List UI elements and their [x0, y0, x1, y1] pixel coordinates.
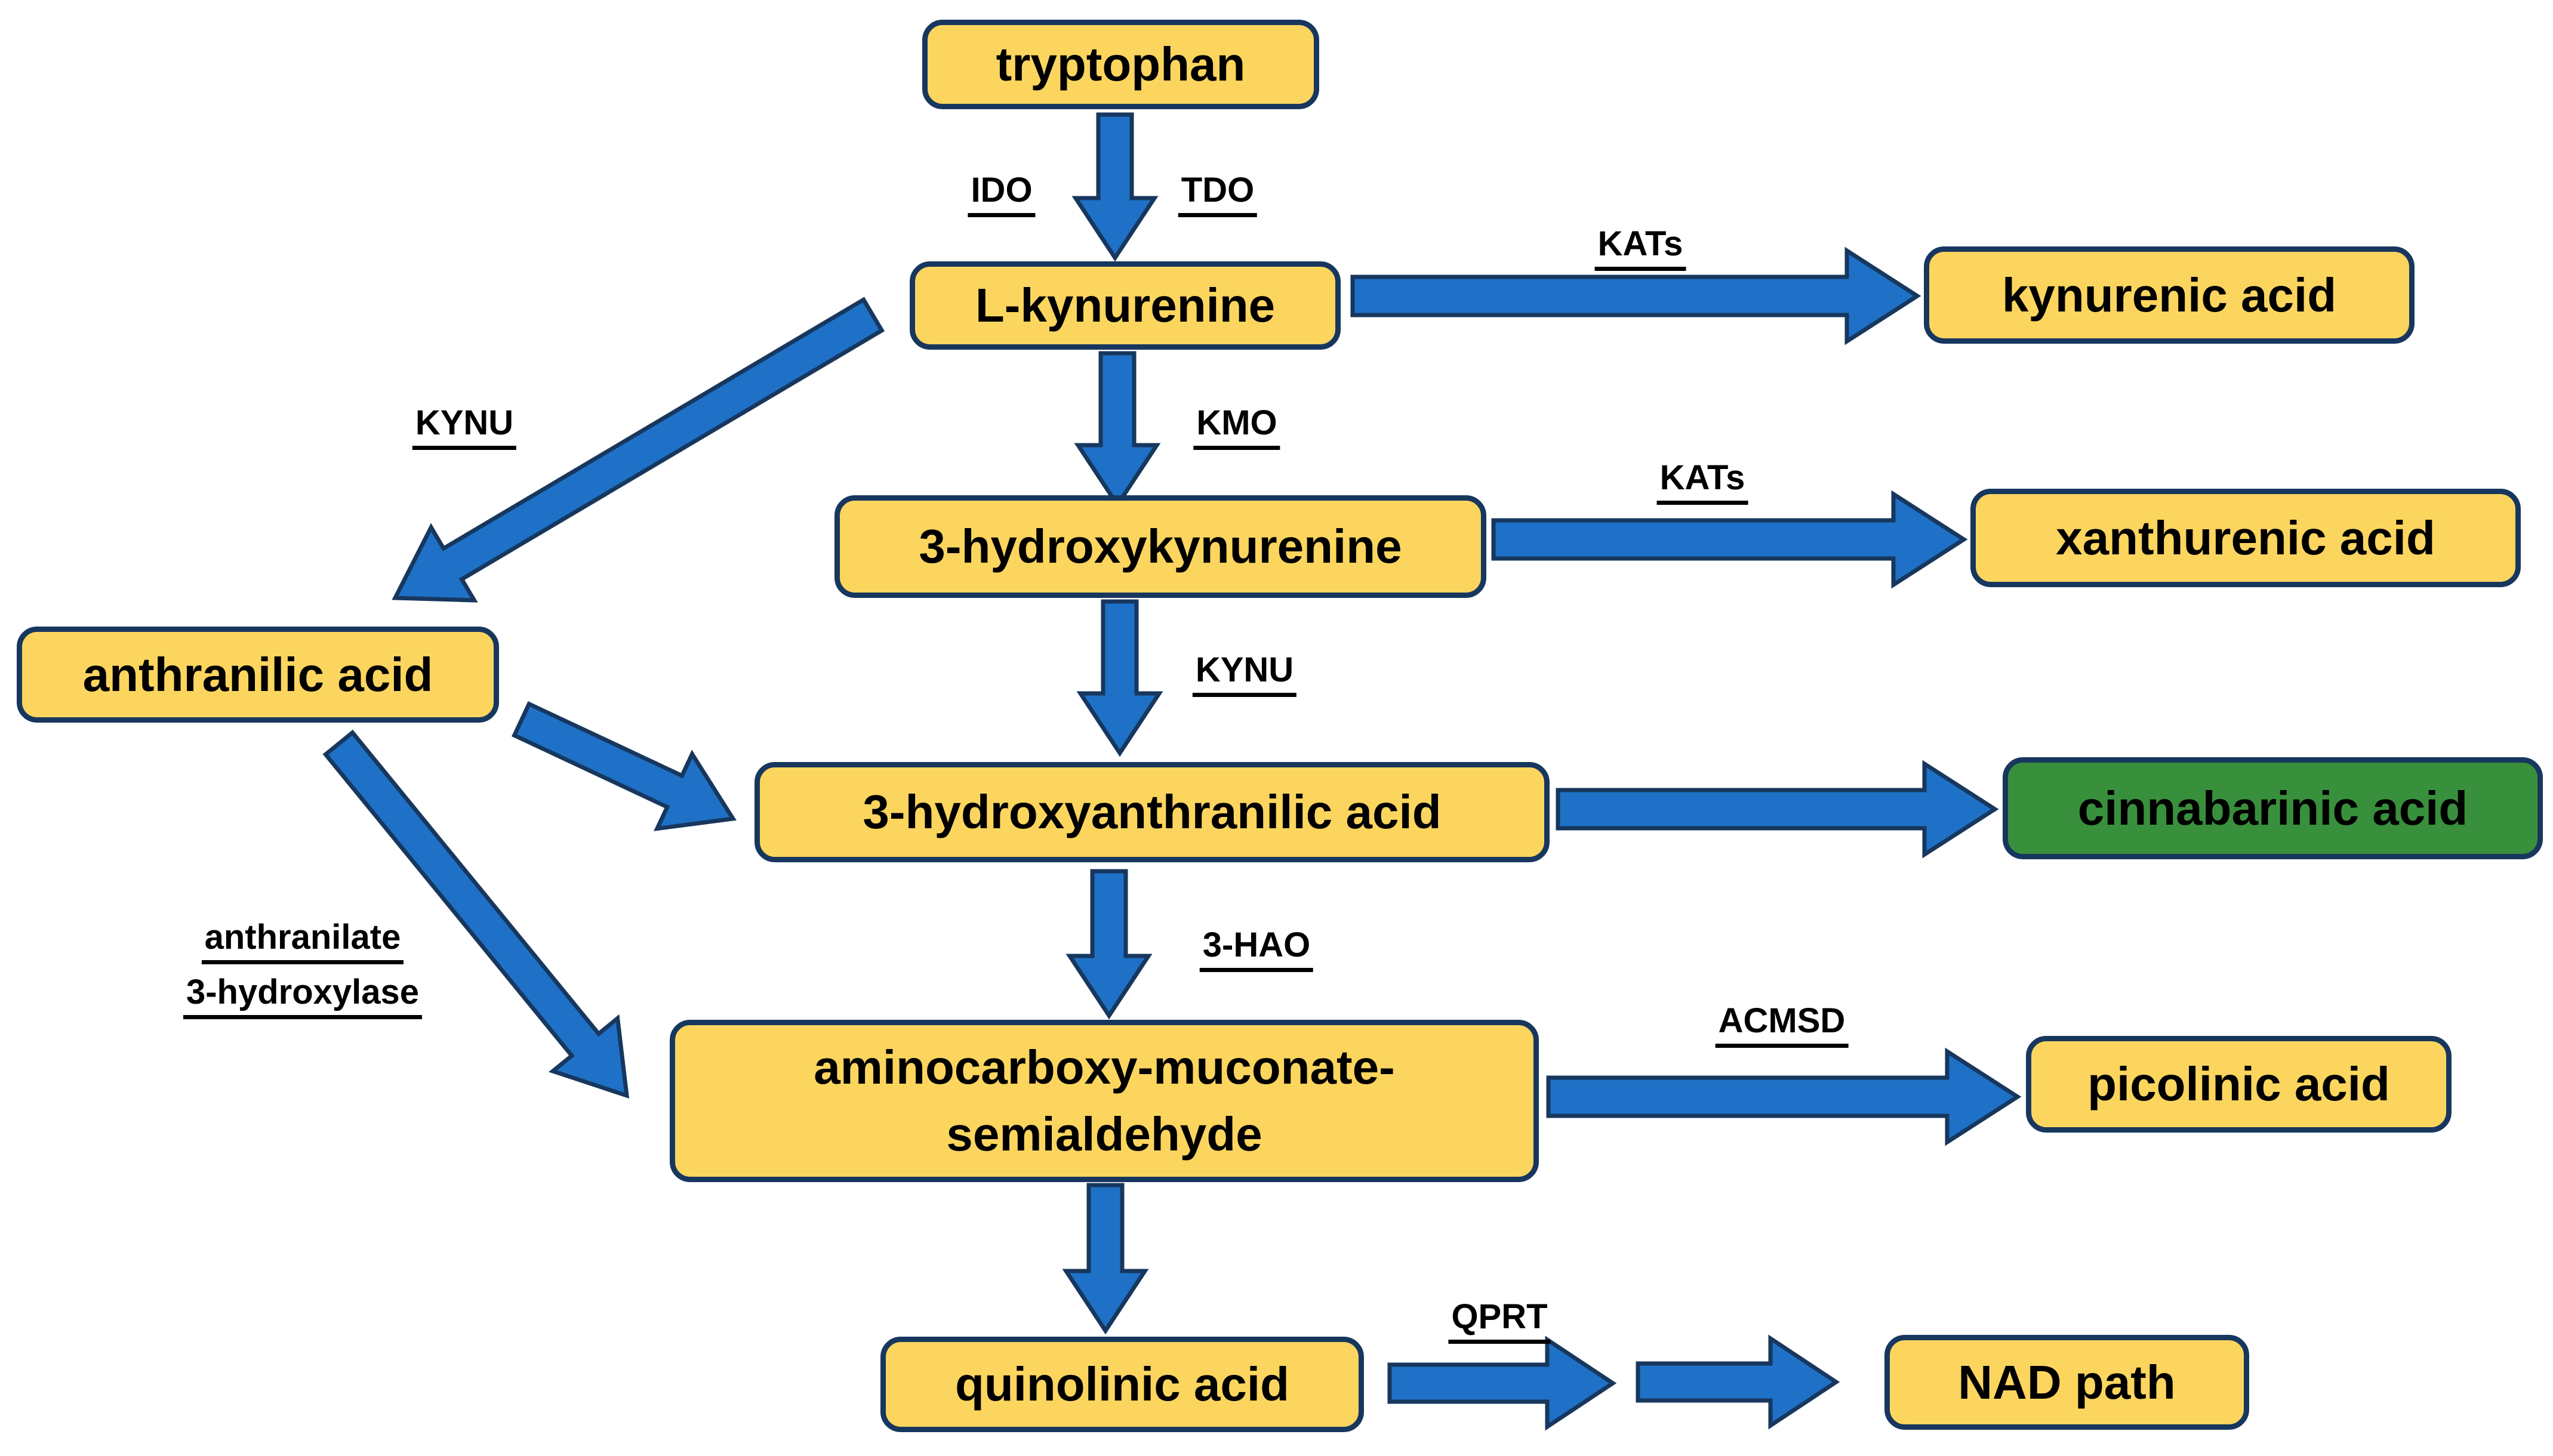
enzyme-label-ido: IDO — [968, 173, 1036, 217]
node-xanthurenic-acid: xanthurenic acid — [1970, 489, 2521, 587]
enzyme-kats-1-text: KATs — [1594, 227, 1686, 271]
enzyme-anthranilate-3-hydroxylase-line2-text: 3-hydroxylase — [183, 975, 423, 1019]
arrow-qprt-to-nad-path — [1636, 1334, 1840, 1430]
enzyme-label-kynu-2: KYNU — [1192, 653, 1297, 697]
node-picolinic-acid-label: picolinic acid — [2087, 1057, 2390, 1110]
node-tryptophan-label: tryptophan — [996, 38, 1246, 91]
node-3-hydroxyanthranilic-acid-label: 3-hydroxyanthranilic acid — [863, 785, 1442, 838]
node-quinolinic-acid-label: quinolinic acid — [954, 1358, 1290, 1411]
node-3-hydroxykynurenine: 3-hydroxykynurenine — [834, 495, 1486, 598]
enzyme-label-kmo: KMO — [1193, 406, 1280, 450]
node-picolinic-acid: picolinic acid — [2026, 1036, 2452, 1133]
enzyme-label-kats-2: KATs — [1656, 461, 1748, 505]
arrow-tryptophan-to-l-kynurenine — [1071, 112, 1159, 262]
node-l-kynurenine-label: L-kynurenine — [975, 279, 1276, 332]
enzyme-kynu-2-text: KYNU — [1192, 653, 1297, 697]
node-nad-path: NAD path — [1884, 1335, 2249, 1430]
arrow-3-hydroxyanthranilic-acid-to-aminocarboxy-muconate-semialdehyde — [1065, 869, 1153, 1020]
node-kynurenic-acid: kynurenic acid — [1924, 246, 2415, 344]
arrow-anthranilic-acid-to-3-hydroxyanthranilic-acid — [512, 701, 737, 831]
enzyme-label-qprt: QPRT — [1448, 1300, 1551, 1344]
enzyme-kynu-1-text: KYNU — [412, 406, 517, 450]
node-3-hydroxykynurenine-label: 3-hydroxykynurenine — [919, 520, 1402, 573]
arrow-3-hydroxykynurenine-to-3-hydroxyanthranilic-acid — [1076, 599, 1163, 757]
enzyme-tdo-text: TDO — [1178, 173, 1258, 217]
node-tryptophan: tryptophan — [922, 20, 1319, 109]
node-nad-path-label: NAD path — [1958, 1355, 2176, 1409]
enzyme-kats-2-text: KATs — [1656, 461, 1748, 505]
arrow-l-kynurenine-to-3-hydroxykynurenine — [1074, 351, 1161, 509]
arrow-3-hydroxyanthranilic-acid-to-cinnabarinic-acid — [1556, 760, 1999, 859]
node-xanthurenic-acid-label: xanthurenic acid — [2056, 511, 2435, 564]
enzyme-anthranilate-3-hydroxylase-line1-row: anthranilate — [183, 920, 422, 964]
arrow-l-kynurenine-to-kynurenic-acid — [1350, 246, 1921, 346]
enzyme-acmsd-text: ACMSD — [1715, 1004, 1849, 1048]
enzyme-anthranilate-3-hydroxylase-line1-text: anthranilate — [201, 920, 404, 964]
node-anthranilic-acid-label: anthranilic acid — [82, 647, 433, 701]
enzyme-label-kynu-1: KYNU — [412, 406, 517, 450]
arrow-anthranilic-acid-to-aminocarboxy-muconate-semialdehyde — [322, 729, 630, 1099]
node-cinnabarinic-acid: cinnabarinic acid — [2003, 757, 2543, 859]
enzyme-label-tdo: TDO — [1178, 173, 1258, 217]
arrow-aminocarboxy-muconate-semialdehyde-to-picolinic-acid — [1546, 1047, 2022, 1146]
enzyme-3-hao-text: 3-HAO — [1199, 928, 1314, 972]
arrow-3-hydroxykynurenine-to-xanthurenic-acid — [1491, 490, 1968, 589]
node-aminocarboxy-muconate-semialdehyde-line2: semialdehyde — [946, 1108, 1262, 1161]
node-anthranilic-acid: anthranilic acid — [17, 627, 499, 723]
node-3-hydroxyanthranilic-acid: 3-hydroxyanthranilic acid — [754, 762, 1550, 862]
node-quinolinic-acid: quinolinic acid — [880, 1337, 1364, 1432]
arrow-quinolinic-acid-to-qprt — [1387, 1335, 1617, 1431]
enzyme-kmo-text: KMO — [1193, 406, 1280, 450]
enzyme-ido-text: IDO — [968, 173, 1036, 217]
enzyme-label-kats-1: KATs — [1594, 227, 1686, 271]
enzyme-qprt-text: QPRT — [1448, 1300, 1551, 1344]
arrow-aminocarboxy-muconate-semialdehyde-to-quinolinic-acid — [1062, 1183, 1149, 1335]
node-aminocarboxy-muconate-semialdehyde: aminocarboxy-muconate- semialdehyde — [670, 1020, 1539, 1182]
enzyme-label-anthranilate-3-hydroxylase: anthranilate 3-hydroxylase — [183, 920, 423, 1019]
node-kynurenic-acid-label: kynurenic acid — [2001, 268, 2337, 322]
enzyme-anthranilate-3-hydroxylase-line2-row: 3-hydroxylase — [183, 975, 423, 1019]
node-cinnabarinic-acid-label: cinnabarinic acid — [2077, 781, 2468, 835]
node-l-kynurenine: L-kynurenine — [910, 261, 1341, 350]
enzyme-label-acmsd: ACMSD — [1715, 1004, 1849, 1048]
node-aminocarboxy-muconate-semialdehyde-line1: aminocarboxy-muconate- — [814, 1041, 1395, 1094]
arrow-l-kynurenine-to-anthranilic-acid — [392, 297, 885, 603]
enzyme-label-3-hao: 3-HAO — [1199, 928, 1314, 972]
